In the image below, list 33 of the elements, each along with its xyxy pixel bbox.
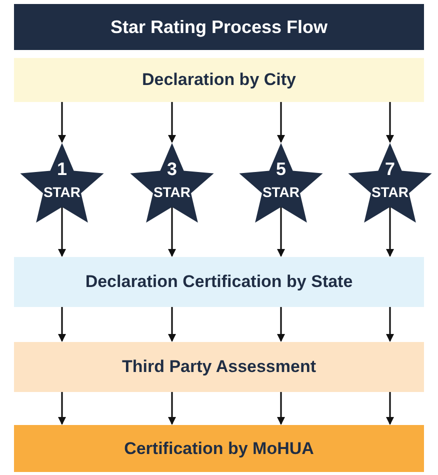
star-label: STAR <box>43 184 81 200</box>
arrow <box>58 392 66 425</box>
process-band <box>14 58 424 102</box>
title-banner: Star Rating Process Flow <box>14 4 424 50</box>
band-label: Third Party Assessment <box>122 356 316 378</box>
star-number: 1 <box>56 159 67 179</box>
star-label: STAR <box>153 184 191 200</box>
process-band <box>14 257 424 307</box>
star-number: 7 <box>384 159 395 179</box>
star-label: STAR <box>371 184 409 200</box>
arrow <box>386 307 394 342</box>
arrow <box>277 207 285 257</box>
band-label: Declaration Certification by State <box>85 271 353 294</box>
process-band <box>14 342 424 392</box>
arrow <box>58 307 66 342</box>
band-label: Certification by MoHUA <box>124 438 314 460</box>
arrow <box>386 392 394 425</box>
arrow <box>168 207 176 257</box>
star-number: 5 <box>276 159 286 179</box>
star-number: 3 <box>166 159 177 179</box>
arrow <box>277 307 285 342</box>
arrow <box>58 102 66 143</box>
arrow <box>277 102 285 143</box>
arrow <box>386 102 394 143</box>
band-label: Declaration by City <box>142 69 296 92</box>
arrow <box>168 307 176 342</box>
arrow <box>168 102 176 143</box>
arrow <box>168 392 176 425</box>
arrow <box>58 207 66 257</box>
star-label: STAR <box>262 184 300 200</box>
arrow <box>277 392 285 425</box>
arrow <box>386 207 394 257</box>
process-band <box>14 425 424 472</box>
